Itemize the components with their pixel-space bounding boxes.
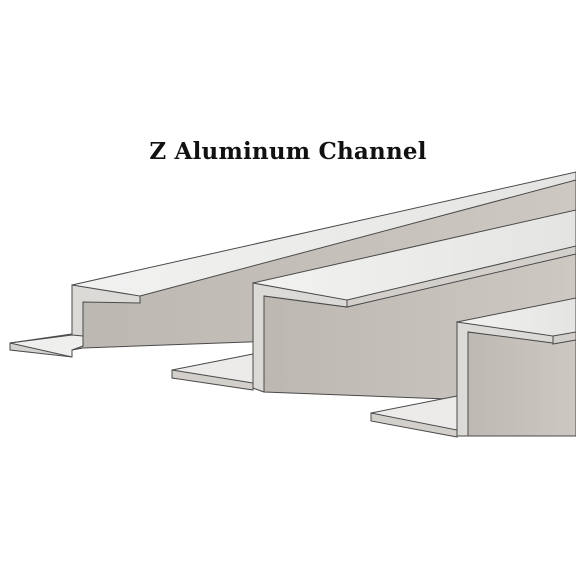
page-title: Z Aluminum Channel — [149, 138, 427, 165]
channel-1-bottom-flange-top — [9, 334, 84, 358]
channel-2-bottom-flange-edge — [171, 369, 254, 391]
z-channel-3 — [370, 297, 576, 438]
channel-3-bottom-flange-edge — [370, 412, 458, 438]
